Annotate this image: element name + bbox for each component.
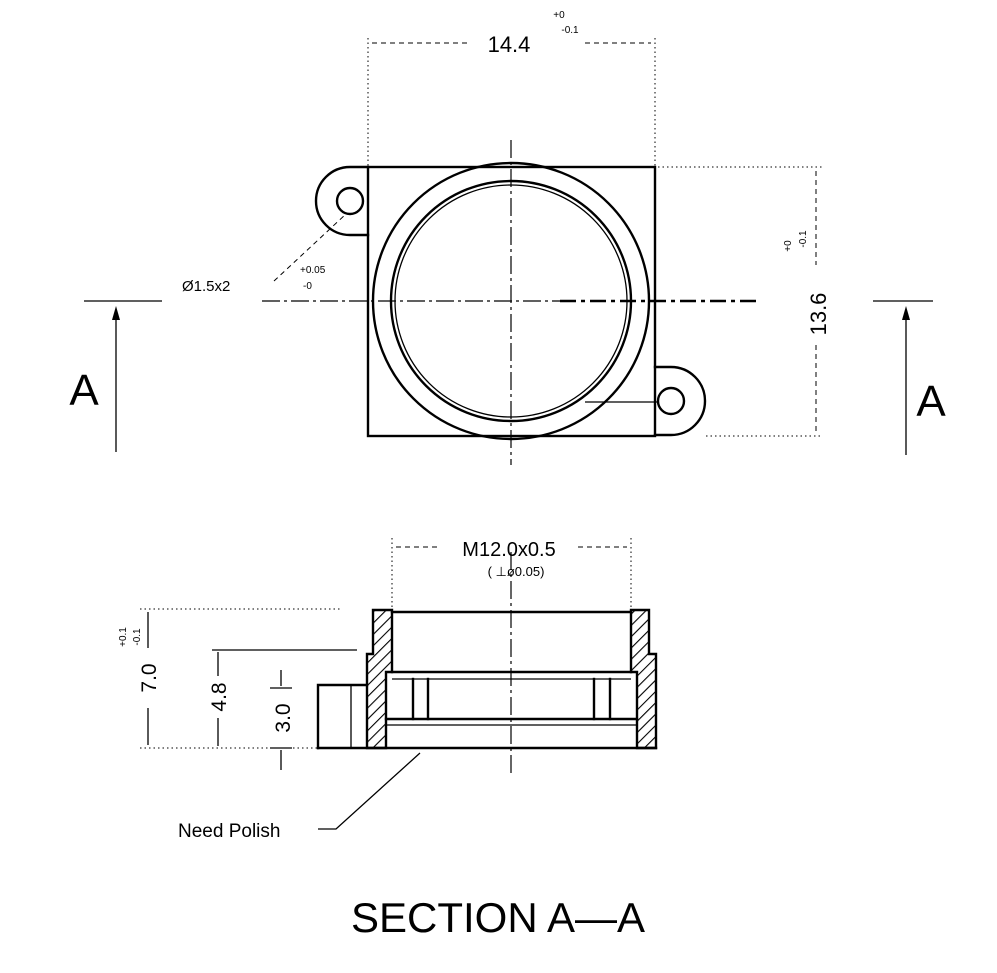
hole-tolerance-upper: +0.05 xyxy=(300,265,326,276)
dim-3-value: 3.0 xyxy=(272,703,295,732)
section-letter-right: A xyxy=(916,377,946,426)
width-tolerance-upper: +0 xyxy=(553,10,565,21)
width-tolerance-lower: -0.1 xyxy=(561,25,579,36)
section-view: M12.0x0.5 ( ⊥ø0.05) 7.0 +0.1 -0.1 4.8 3.… xyxy=(118,538,658,941)
hole-callout-leader xyxy=(273,213,347,282)
dim-7-tol-lower: -0.1 xyxy=(132,628,143,646)
section-lug xyxy=(316,683,369,750)
mounting-lug-right xyxy=(653,365,707,437)
mounting-hole-right xyxy=(656,386,686,416)
hole-callout-text: Ø1.5x2 xyxy=(182,278,230,295)
polish-note: Need Polish xyxy=(178,821,280,842)
hole-tolerance-lower: -0 xyxy=(303,281,312,292)
height-tolerance-upper: +0 xyxy=(783,240,794,252)
thread-callout: M12.0x0.5 xyxy=(462,539,555,561)
section-letter-left: A xyxy=(69,366,99,415)
mounting-lug-left xyxy=(314,165,370,237)
top-view: A A 14.4 +0 -0.1 13.6 +0 -0.1 Ø1.5x2 +0.… xyxy=(69,10,946,465)
right-wall-section xyxy=(629,608,658,750)
dim-7-value: 7.0 xyxy=(138,663,161,692)
section-title: SECTION A—A xyxy=(351,894,645,941)
polish-leader xyxy=(318,752,421,830)
mounting-hole-left xyxy=(335,186,365,216)
left-wall-section xyxy=(365,608,394,750)
perpendicularity-callout: ( ⊥ø0.05) xyxy=(488,564,545,579)
section-arrow-left-head xyxy=(112,306,120,320)
section-arrow-right-head xyxy=(902,306,910,320)
height-tolerance-lower: -0.1 xyxy=(798,230,809,248)
dim-7-tol-upper: +0.1 xyxy=(118,627,129,647)
dim-48-value: 4.8 xyxy=(208,682,231,711)
width-dimension-value: 14.4 xyxy=(488,32,531,57)
height-dimension-value: 13.6 xyxy=(806,293,831,336)
